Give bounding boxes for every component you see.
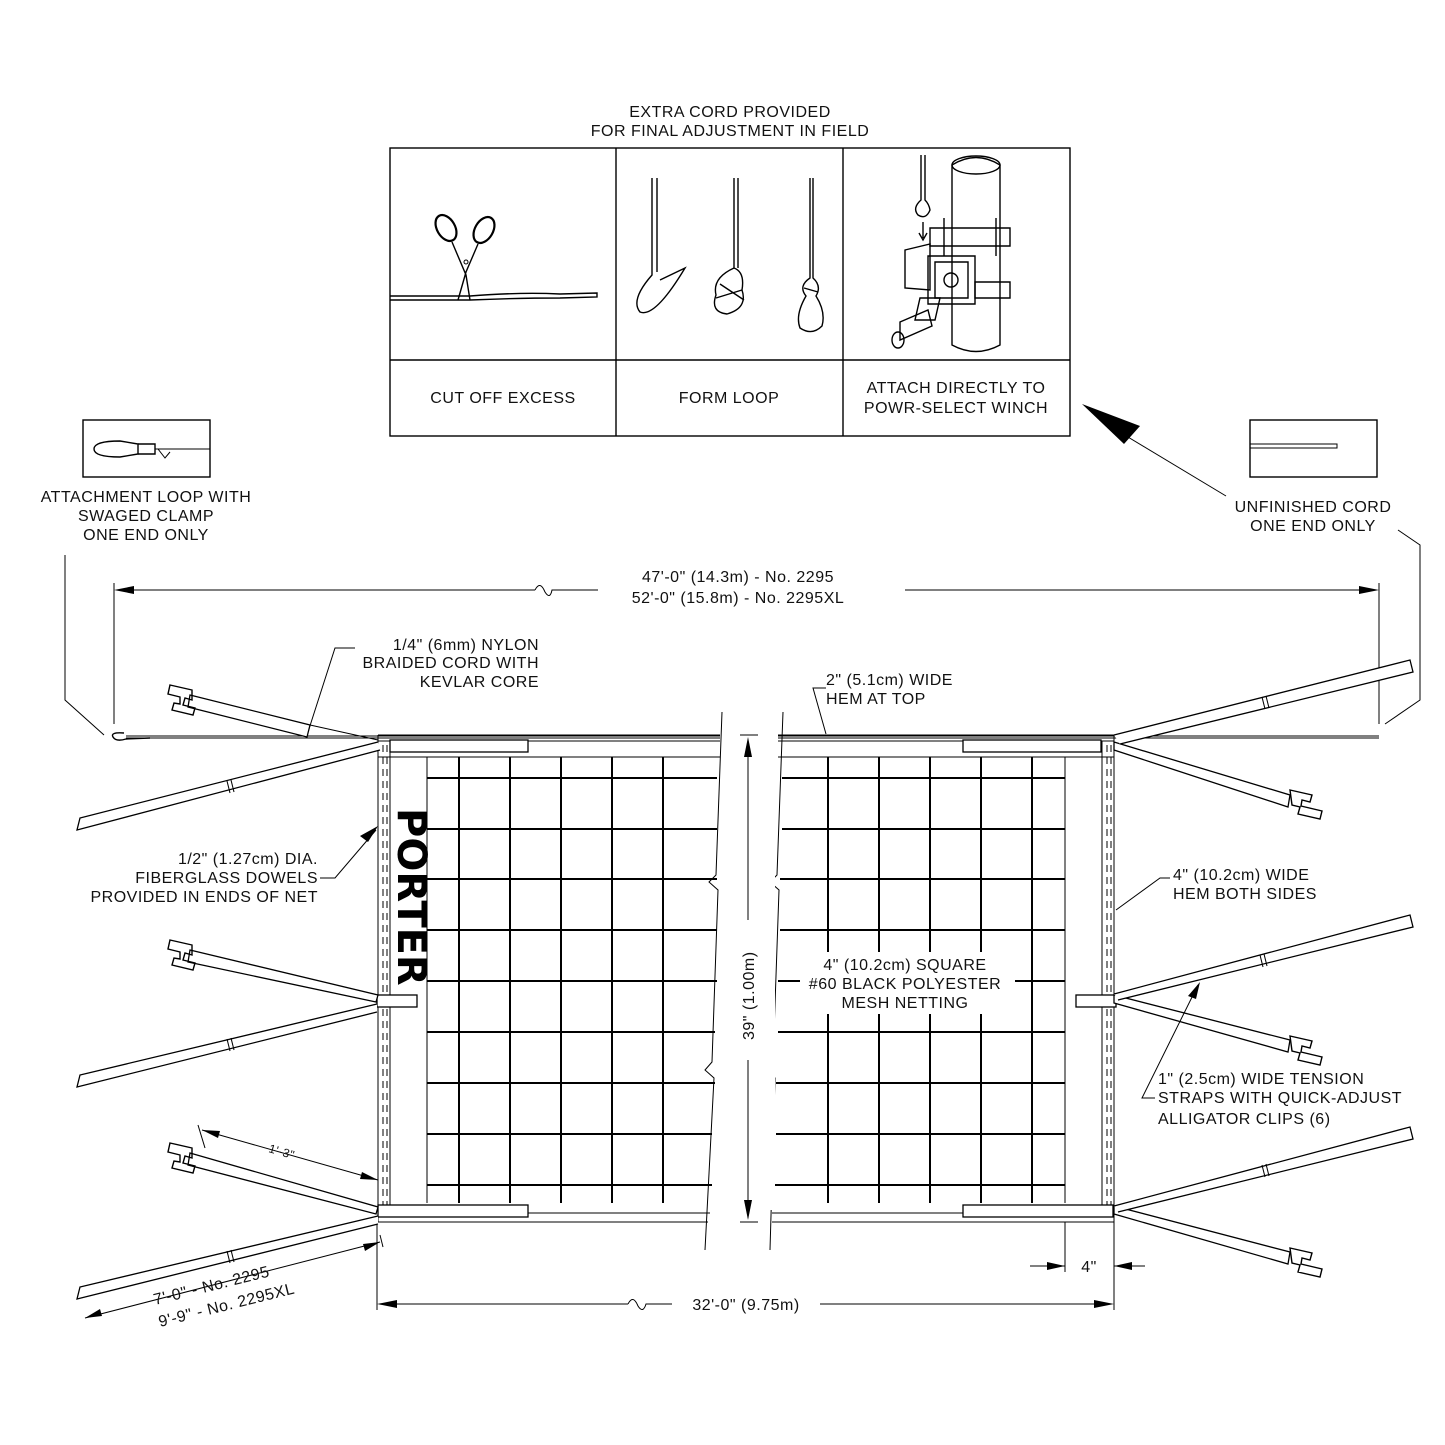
strap-length-dimension: [84, 1234, 384, 1319]
strap-spacing-label: 1'-3": [267, 1141, 296, 1162]
mesh-netting-left: [427, 757, 717, 1203]
right-detail-line1: UNFINISHED CORD: [1235, 499, 1392, 516]
loop-knot-icon: [636, 178, 824, 333]
porter-logo: PORTER: [388, 808, 434, 986]
dowel-note-line2: FIBERGLASS DOWELS: [135, 870, 318, 887]
top-note-line1: EXTRA CORD PROVIDED: [629, 104, 831, 121]
scissors-icon: [390, 213, 598, 301]
strap-note-leader: [1141, 984, 1199, 1099]
net-length-dimension: [376, 1225, 1115, 1310]
left-detail-line2: SWAGED CLAMP: [78, 508, 214, 525]
winch-icon: [891, 155, 1011, 353]
overall-length-line2: 52'-0" (15.8m) - No. 2295XL: [632, 590, 845, 607]
overall-length-dimension: [113, 583, 1380, 724]
side-hem-line1: 4" (10.2cm) WIDE: [1173, 867, 1309, 884]
mesh-note-line2: #60 BLACK POLYESTER: [809, 976, 1001, 993]
net-length-label: 32'-0" (9.75m): [692, 1297, 799, 1314]
strap-spacing-dimension: [197, 1124, 379, 1181]
attachment-loop-detail: [82, 419, 211, 478]
top-hem-line2: HEM AT TOP: [826, 691, 926, 708]
top-note-line2: FOR FINAL ADJUSTMENT IN FIELD: [591, 123, 870, 140]
right-detail-line2: ONE END ONLY: [1250, 518, 1376, 535]
overall-length-line1: 47'-0" (14.3m) - No. 2295: [642, 569, 834, 586]
top-hem-leader: [812, 687, 827, 735]
alligator-clip-icon: [167, 684, 1323, 1278]
top-hem-line1: 2" (5.1cm) WIDE: [826, 672, 953, 689]
cord-note-line3: KEVLAR CORE: [420, 674, 539, 691]
left-detail-line1: ATTACHMENT LOOP WITH: [41, 489, 252, 506]
hem-width-dimension: [1030, 1222, 1145, 1272]
strap-note-line1: 1" (2.5cm) WIDE TENSION: [1158, 1071, 1364, 1088]
mesh-note-line1: 4" (10.2cm) SQUARE: [823, 957, 986, 974]
cord-note-leader: [307, 647, 355, 733]
strap-note-line2: STRAPS WITH QUICK-ADJUST: [1158, 1090, 1402, 1107]
instruction-panels: CUT OFF EXCESS FORM LOOP ATTACH DIRECTLY…: [389, 147, 1071, 437]
panel-2-caption: FORM LOOP: [679, 390, 780, 407]
mesh-note-line3: MESH NETTING: [842, 995, 969, 1012]
panel-3-caption-line1: ATTACH DIRECTLY TO: [867, 380, 1046, 397]
dowel-note-leader: [320, 829, 377, 879]
top-cord: [111, 732, 1379, 741]
cord-note-line2: BRAIDED CORD WITH: [363, 655, 540, 672]
left-detail-line3: ONE END ONLY: [83, 527, 209, 544]
strap-note-line3: ALLIGATOR CLIPS (6): [1158, 1111, 1331, 1128]
panel-3-caption-line2: POWR-SELECT WINCH: [864, 400, 1048, 417]
winch-pointer-arrow: [1082, 404, 1227, 497]
dowel-note-line3: PROVIDED IN ENDS OF NET: [90, 889, 318, 906]
cord-note-line1: 1/4" (6mm) NYLON: [393, 637, 539, 654]
panel-1-caption: CUT OFF EXCESS: [430, 390, 575, 407]
unfinished-cord-detail: [1249, 419, 1378, 478]
height-dimension-label: 39" (1.00m): [741, 951, 758, 1040]
side-hem-line2: HEM BOTH SIDES: [1173, 886, 1317, 903]
dowel-note-line1: 1/2" (1.27cm) DIA.: [178, 851, 318, 868]
hem-width-label: 4": [1081, 1259, 1097, 1276]
left-detail-leader: [64, 555, 105, 736]
tension-straps: [76, 659, 1414, 1300]
right-detail-leader: [1384, 529, 1421, 725]
side-hem-leader: [1115, 877, 1170, 911]
height-dimension: [740, 734, 758, 1223]
